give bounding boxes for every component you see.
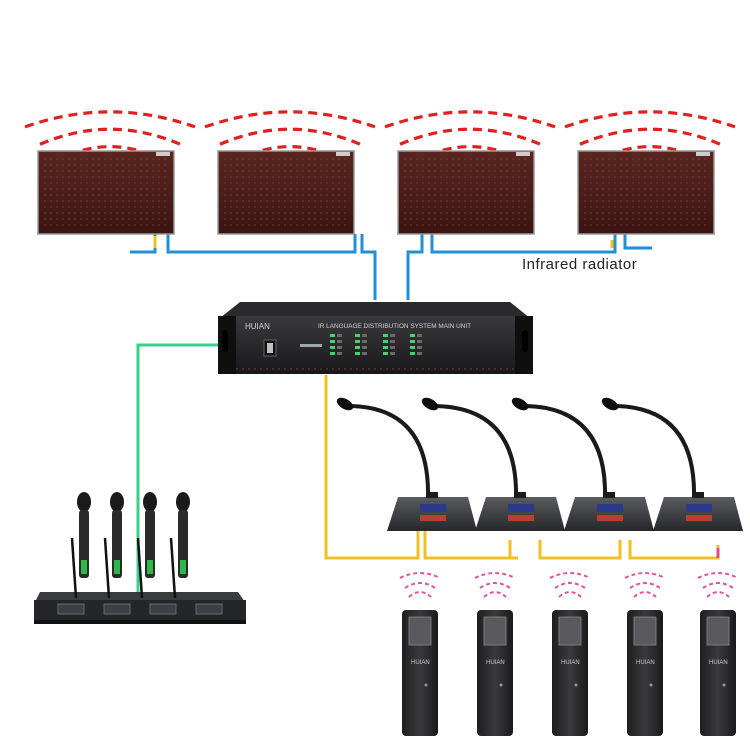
cable bbox=[423, 530, 510, 560]
ir-wave bbox=[24, 110, 196, 129]
ir-receiver: HUIAN bbox=[549, 572, 591, 736]
conference-microphone bbox=[511, 397, 654, 531]
ir-receiver: HUIAN bbox=[697, 572, 739, 736]
ir-wave bbox=[219, 127, 361, 146]
svg-text:HUIAN: HUIAN bbox=[636, 660, 655, 666]
ir-wave bbox=[564, 110, 736, 129]
infrared-radiator bbox=[577, 150, 715, 235]
receiver-display bbox=[195, 603, 223, 615]
wireless-microphone bbox=[70, 492, 91, 599]
ir-receivers: HUIAN HUIAN HUIAN HUIAN HUIAN bbox=[399, 572, 739, 736]
cable bbox=[538, 540, 622, 560]
infrared-radiator bbox=[37, 150, 175, 235]
infrared-radiators bbox=[37, 150, 715, 235]
cable bbox=[508, 540, 518, 560]
cable bbox=[130, 234, 157, 254]
ir-wave bbox=[384, 110, 556, 129]
infrared-radiator-label: Infrared radiator bbox=[522, 256, 638, 273]
svg-text:HUIAN: HUIAN bbox=[709, 660, 728, 666]
cable bbox=[406, 234, 424, 300]
ir-receiver: HUIAN bbox=[474, 572, 516, 736]
main-unit-brand: HUIAN bbox=[245, 322, 270, 331]
conference-microphone bbox=[601, 397, 743, 531]
ir-wave bbox=[579, 127, 721, 146]
receiver-display bbox=[149, 603, 177, 615]
ir-wave bbox=[399, 127, 541, 146]
ir-receiver: HUIAN bbox=[399, 572, 441, 736]
receiver-display bbox=[57, 603, 85, 615]
infrared-waves bbox=[24, 110, 736, 164]
cable bbox=[628, 540, 720, 560]
cable bbox=[166, 234, 357, 254]
main-unit: HUIAN IR LANGUAGE DISTRIBUTION SYSTEM MA… bbox=[218, 302, 533, 374]
cable bbox=[360, 234, 377, 300]
ir-wave bbox=[204, 110, 376, 129]
conference-microphone bbox=[421, 397, 565, 531]
cable bbox=[623, 234, 652, 250]
ir-receiver: HUIAN bbox=[624, 572, 666, 736]
main-unit-title: IR LANGUAGE DISTRIBUTION SYSTEM MAIN UNI… bbox=[318, 323, 471, 330]
channel-indicators bbox=[300, 334, 422, 355]
svg-text:HUIAN: HUIAN bbox=[411, 660, 430, 666]
conference-microphones bbox=[336, 397, 743, 531]
cable bbox=[324, 375, 420, 560]
cable bbox=[430, 234, 617, 254]
wireless-microphone bbox=[169, 492, 190, 599]
conference-microphone bbox=[336, 397, 477, 531]
receiver-display bbox=[103, 603, 131, 615]
cable bbox=[136, 343, 218, 598]
svg-text:HUIAN: HUIAN bbox=[486, 660, 505, 666]
svg-text:HUIAN: HUIAN bbox=[561, 660, 580, 666]
wiring bbox=[130, 234, 720, 598]
wireless-microphone bbox=[136, 492, 157, 599]
infrared-radiator bbox=[397, 150, 535, 235]
infrared-radiator bbox=[217, 150, 355, 235]
ir-wave bbox=[39, 127, 181, 146]
wireless-microphone bbox=[103, 492, 124, 599]
wireless-microphone-system bbox=[34, 492, 246, 624]
